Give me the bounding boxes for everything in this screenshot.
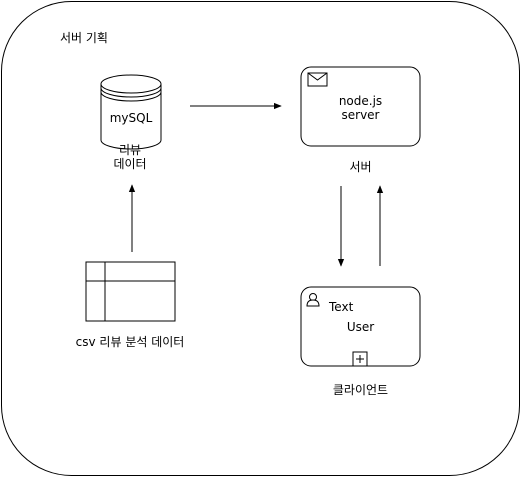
- database-cylinder[interactable]: [100, 74, 162, 150]
- plus-icon[interactable]: [352, 351, 368, 367]
- server-box[interactable]: [300, 66, 421, 147]
- server-label-line1: node.js: [338, 94, 383, 108]
- database-label-line1: 리뷰: [118, 143, 142, 157]
- container-title: 서버 기획: [60, 31, 108, 45]
- client-name: User: [346, 320, 375, 334]
- database-name: mySQL: [109, 111, 153, 125]
- csv-caption: csv 리뷰 분석 데이터: [75, 335, 185, 349]
- envelope-icon: [307, 72, 328, 87]
- csv-table[interactable]: [85, 261, 176, 322]
- user-icon: [306, 293, 320, 307]
- server-label-line2: server: [341, 108, 380, 122]
- server-caption: 서버: [349, 160, 372, 174]
- client-caption: 클라이언트: [332, 383, 389, 397]
- client-text: Text: [329, 300, 354, 314]
- database-label-line2: 데이터: [113, 157, 147, 171]
